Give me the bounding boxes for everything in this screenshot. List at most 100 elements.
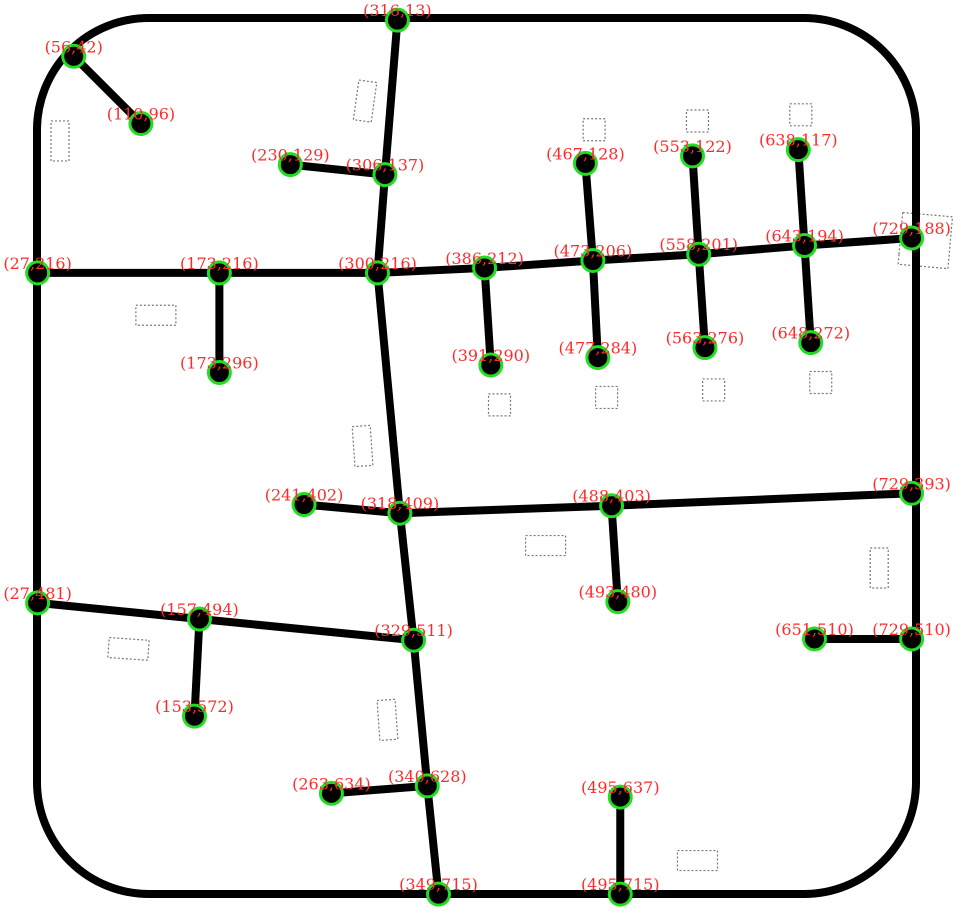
edge-n-558-201-to-n-563-276 xyxy=(694,250,709,352)
node-label-n-648-272: (648,272) xyxy=(771,324,850,343)
node-label-n-56-42: (56,42) xyxy=(45,37,103,56)
edge-n-300-216-to-n-386-212 xyxy=(373,263,489,277)
outer-boundary-loop xyxy=(33,14,920,898)
node-n-306-137[interactable] xyxy=(372,162,398,188)
node-n-318-409[interactable] xyxy=(387,500,413,526)
node-label-n-553-122: (553,122) xyxy=(653,137,732,156)
node-label-n-638-117: (638,117) xyxy=(759,131,838,150)
node-n-651-510[interactable] xyxy=(801,626,827,652)
node-n-110-96[interactable] xyxy=(128,111,154,137)
placeholder-box-8 xyxy=(487,393,512,417)
edge-n-329-511-to-n-340-628 xyxy=(409,636,432,790)
node-label-n-263-634: (263,634) xyxy=(292,774,371,793)
node-label-n-329-511: (329,511) xyxy=(374,621,453,640)
edge-n-558-201-to-n-643-194 xyxy=(694,241,809,259)
node-label-n-306-137: (306,137) xyxy=(346,156,425,175)
edge-n-473-206-to-n-558-201 xyxy=(588,250,703,265)
node-n-648-272[interactable] xyxy=(798,330,824,356)
placeholder-box-15 xyxy=(107,636,150,661)
node-n-173-216[interactable] xyxy=(206,260,232,286)
node-n-729-393[interactable] xyxy=(899,480,925,506)
node-label-n-729-393: (729,393) xyxy=(872,474,951,493)
node-n-473-206[interactable] xyxy=(580,247,606,273)
node-n-157-494[interactable] xyxy=(186,606,212,632)
edge-layer xyxy=(33,16,916,899)
placeholder-box-16 xyxy=(376,698,399,742)
node-label-n-495-715: (495,715) xyxy=(581,875,660,894)
node-label-n-651-510: (651,510) xyxy=(775,620,854,639)
edge-n-157-494-to-n-153-572 xyxy=(190,615,204,721)
node-label-n-488-403: (488,403) xyxy=(572,487,651,506)
placeholder-box-12 xyxy=(351,424,374,468)
node-n-467-128[interactable] xyxy=(572,150,598,176)
edge-n-300-216-to-n-318-409 xyxy=(373,268,404,518)
node-label-n-316-13: (316,13) xyxy=(363,1,431,20)
node-n-153-572[interactable] xyxy=(181,703,207,729)
edge-n-241-402-to-n-318-409 xyxy=(300,500,404,518)
node-label-n-340-628: (340,628) xyxy=(388,767,467,786)
node-n-340-628[interactable] xyxy=(414,773,440,799)
node-n-27-481[interactable] xyxy=(25,590,51,616)
placeholder-box-13 xyxy=(524,534,567,557)
node-label-n-173-296: (173,296) xyxy=(180,354,259,373)
edge-n-643-194-to-n-729-188 xyxy=(800,234,916,250)
node-n-316-13[interactable] xyxy=(384,7,410,33)
node-n-173-296[interactable] xyxy=(206,360,232,386)
node-n-729-510[interactable] xyxy=(899,626,925,652)
node-n-495-637[interactable] xyxy=(607,784,633,810)
placeholder-box-1 xyxy=(50,120,70,162)
edge-n-386-212-to-n-391-290 xyxy=(480,263,495,370)
node-n-638-117[interactable] xyxy=(785,137,811,163)
node-n-391-290[interactable] xyxy=(478,352,504,378)
node-n-230-129[interactable] xyxy=(277,152,303,178)
edge-n-318-409-to-n-329-511 xyxy=(395,509,418,645)
edge-n-157-494-to-n-329-511 xyxy=(195,615,418,645)
node-n-643-194[interactable] xyxy=(792,233,818,259)
node-n-300-216[interactable] xyxy=(365,260,390,286)
node-n-263-634[interactable] xyxy=(318,780,344,806)
placeholder-box-17 xyxy=(676,849,719,872)
placeholder-box-3 xyxy=(135,304,177,326)
node-n-493-480[interactable] xyxy=(605,589,631,615)
node-n-477-284[interactable] xyxy=(585,345,611,371)
edge-n-263-634-to-n-340-628 xyxy=(327,781,432,798)
node-label-n-473-206: (473,206) xyxy=(554,241,633,260)
node-n-488-403[interactable] xyxy=(599,493,625,519)
node-n-563-276[interactable] xyxy=(692,335,718,361)
node-label-n-477-284: (477,284) xyxy=(559,339,638,358)
edge-n-318-409-to-n-488-403 xyxy=(395,501,616,518)
edge-n-340-628-to-n-349-715 xyxy=(423,781,443,899)
node-n-558-201[interactable] xyxy=(686,241,712,267)
node-n-553-122[interactable] xyxy=(679,143,705,169)
node-n-329-511[interactable] xyxy=(401,627,427,653)
node-label-n-173-216: (173,216) xyxy=(180,254,259,273)
placeholder-box-6 xyxy=(789,103,813,127)
node-label-n-563-276: (563,276) xyxy=(666,329,745,348)
node-label-n-230-129: (230,129) xyxy=(251,146,330,165)
node-label-n-27-216: (27,216) xyxy=(3,254,71,273)
edge-n-638-117-to-n-643-194 xyxy=(794,145,809,250)
node-label-n-153-572: (153,572) xyxy=(155,697,234,716)
placeholder-box-9 xyxy=(594,385,619,410)
node-n-729-188[interactable] xyxy=(899,225,925,251)
edge-n-473-206-to-n-477-284 xyxy=(588,256,602,362)
placeholder-box-2 xyxy=(352,79,378,123)
node-n-27-216[interactable] xyxy=(25,260,51,286)
placeholder-box-10 xyxy=(702,378,726,402)
node-n-56-42[interactable] xyxy=(61,43,87,69)
placeholder-box-11 xyxy=(809,370,833,395)
edge-n-316-13-to-n-306-137 xyxy=(380,16,402,179)
node-label-n-300-216: (300,216) xyxy=(338,254,417,273)
node-n-495-715[interactable] xyxy=(607,881,633,907)
edge-n-56-42-to-n-110-96 xyxy=(69,52,145,128)
node-n-386-212[interactable] xyxy=(472,255,498,281)
node-label-n-643-194: (643,194) xyxy=(765,227,844,246)
node-label-n-495-637: (495,637) xyxy=(581,778,660,797)
node-n-241-402[interactable] xyxy=(291,491,317,517)
edge-n-27-481-to-n-157-494 xyxy=(33,598,204,624)
placeholder-box-14 xyxy=(869,547,889,589)
node-n-349-715[interactable] xyxy=(426,881,452,907)
node-label-n-27-481: (27,481) xyxy=(3,584,71,603)
node-label-n-110-96: (110,96) xyxy=(107,105,175,124)
